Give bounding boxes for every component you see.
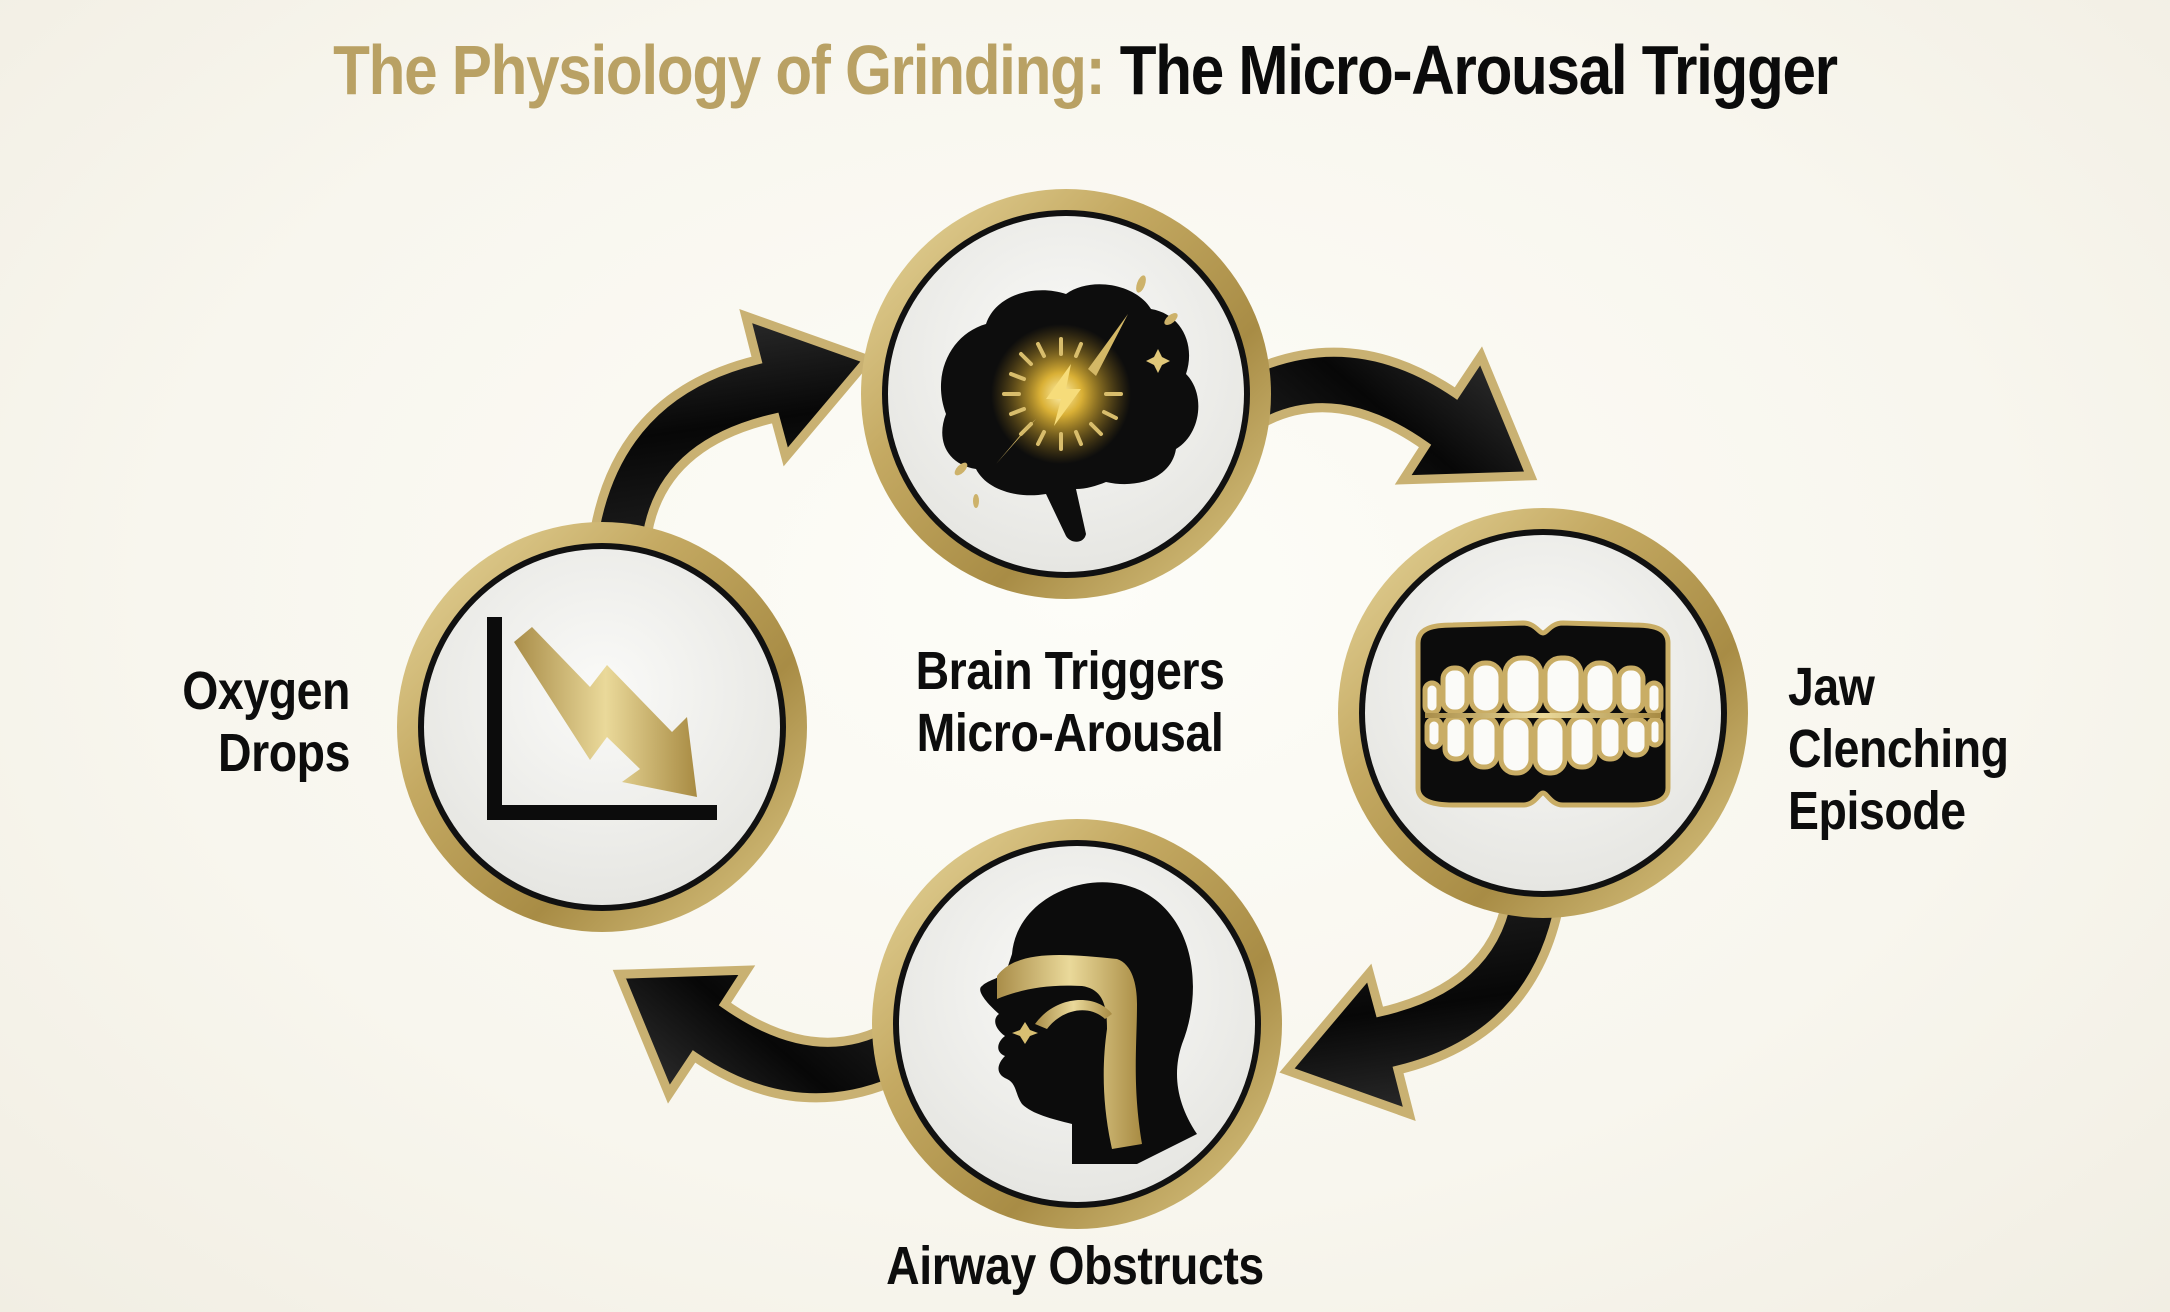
- step-oxygen-medallion: [397, 522, 807, 932]
- head-airway-icon: [980, 882, 1197, 1164]
- page-title: The Physiology of Grinding: The Micro-Ar…: [152, 30, 2018, 110]
- brain-lightning-icon: [940, 275, 1199, 542]
- step-airway-medallion: [872, 819, 1282, 1229]
- title-part-1: The Physiology of Grinding:: [333, 31, 1105, 109]
- label-airway-obstructs: Airway Obstructs: [886, 1236, 1264, 1296]
- label-jaw-clenching: Jaw Clenching Episode: [1788, 657, 2009, 841]
- arrow-oxygen-to-brain: [563, 300, 889, 550]
- declining-chart-icon: [487, 617, 717, 820]
- clenched-teeth-icon: [1415, 620, 1671, 808]
- step-brain-medallion: [861, 189, 1271, 599]
- step-jaw-medallion: [1338, 508, 1748, 918]
- label-brain-triggers: Brain Triggers Micro-Arousal: [915, 641, 1225, 763]
- label-oxygen-drops: Oxygen Drops: [182, 661, 350, 783]
- title-part-2: The Micro-Arousal Trigger: [1119, 31, 1838, 109]
